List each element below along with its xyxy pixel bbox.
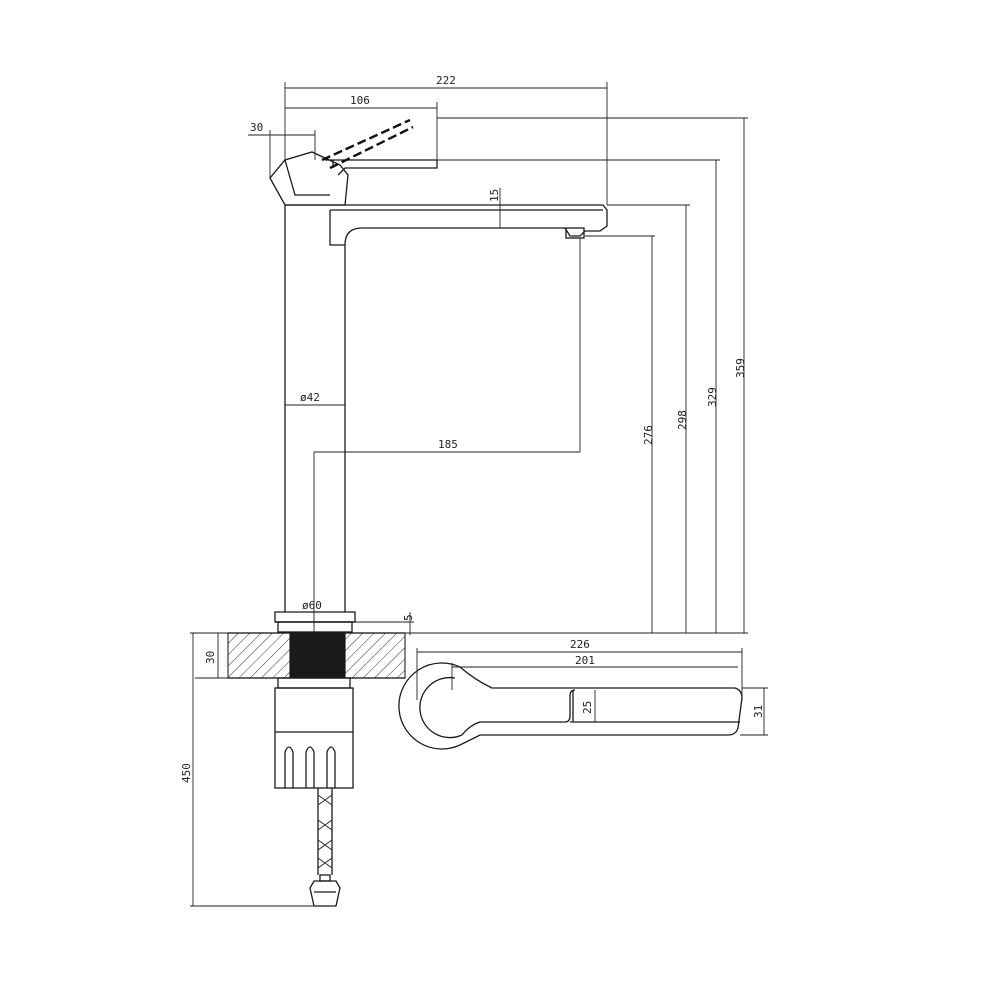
countertop-section [227,632,406,679]
faucet-spout [285,204,608,246]
dim-top-view-width-inner: 25 [581,701,594,714]
top-view [398,662,743,750]
faucet-handle [269,118,438,206]
dim-top-view-total: 226 [570,638,590,651]
dim-top-view-width-outer: 31 [752,705,765,718]
dim-deck-thickness: 30 [204,651,217,664]
faucet-body [274,205,356,633]
dim-height-total: 359 [734,358,747,378]
dim-handle-length: 106 [350,94,370,107]
dim-height-spout-outlet: 276 [642,425,655,445]
dim-hose-length: 450 [180,763,193,783]
dim-width-total: 222 [436,74,456,87]
dim-base-diameter: ø60 [302,599,322,612]
dim-spout-reach: 185 [438,438,458,451]
dim-body-diameter: ø42 [300,391,320,404]
dim-base-thickness: 5 [402,614,415,621]
flexible-hose [309,788,341,907]
dim-handle-offset: 30 [250,121,263,134]
dim-height-spout-top: 298 [676,410,689,430]
dim-spout-thickness: 15 [488,189,501,202]
dim-top-view-spout: 201 [575,654,595,667]
dim-height-handle: 329 [706,387,719,407]
mounting-nut [274,677,354,789]
dimension-lines [190,82,768,907]
